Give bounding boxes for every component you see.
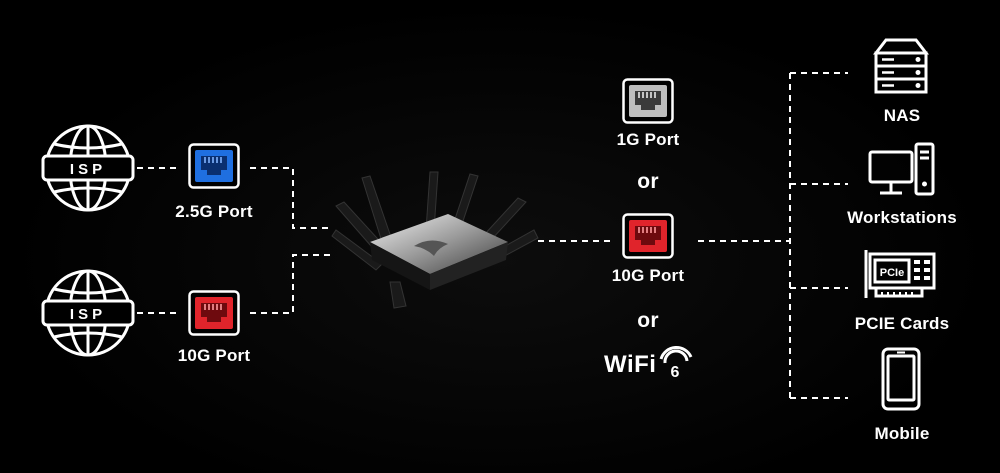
wifi-badge-number: 6: [671, 364, 680, 379]
device-nas-label: NAS: [883, 106, 921, 125]
device-pcie-card: PCIe: [864, 248, 938, 307]
isp-top: ISP: [40, 122, 136, 219]
wan-port-10g-label: 10G Port: [177, 346, 251, 365]
isp-bottom: ISP: [40, 267, 136, 364]
ethernet-port-icon: [188, 290, 240, 336]
wifi-text: WiFi: [604, 351, 657, 378]
workstation-icon: [868, 142, 935, 196]
lan-port-1g: [622, 78, 674, 129]
pcie-card-icon: PCIe: [864, 250, 936, 298]
device-mobile: [880, 347, 922, 416]
device-mobile-label: Mobile: [874, 424, 930, 443]
isp-text: ISP: [70, 161, 106, 178]
wan-port-2-5g-label: 2.5G Port: [175, 202, 253, 221]
router: [330, 170, 540, 315]
wifi-6-badge-icon: 6: [659, 346, 693, 379]
pcie-chip-text: PCIe: [880, 267, 904, 279]
device-pcie-label: PCIE Cards: [854, 314, 950, 333]
mobile-phone-icon: [881, 347, 921, 411]
line-port-top-to-router: [250, 167, 330, 229]
line-port-bottom-to-router: [250, 254, 330, 314]
or-text-1: or: [637, 170, 659, 193]
device-workstations-label: Workstations: [847, 208, 957, 227]
device-workstations: [868, 142, 936, 203]
wan-port-2-5g: [188, 143, 240, 194]
globe-icon: ISP: [41, 269, 135, 357]
wan-port-10g: [188, 290, 240, 341]
ethernet-port-icon: [622, 213, 674, 259]
or-text-2: or: [637, 309, 659, 332]
router-icon: [331, 171, 539, 309]
isp-text: ISP: [70, 306, 106, 323]
nas-server-icon: [872, 38, 930, 94]
wifi6-logo: WiFi 6: [604, 345, 693, 379]
device-nas: [872, 37, 930, 100]
ethernet-port-icon: [622, 78, 674, 124]
lan-port-10g: [622, 213, 674, 264]
lan-port-10g-label: 10G Port: [611, 266, 685, 285]
lan-port-1g-label: 1G Port: [616, 130, 680, 149]
ethernet-port-icon: [188, 143, 240, 189]
globe-icon: ISP: [41, 124, 135, 212]
